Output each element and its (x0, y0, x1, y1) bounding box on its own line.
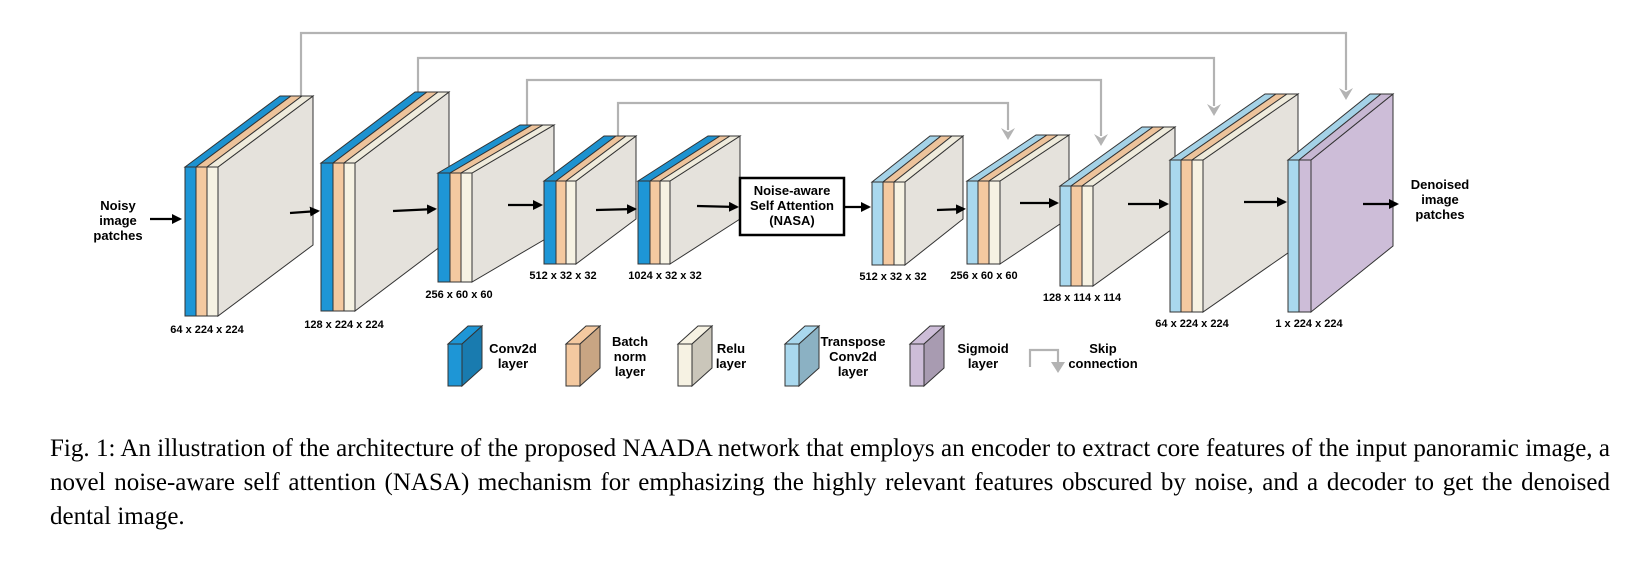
slab-front-face (1298, 159, 1312, 313)
block-dims-label: 128 x 224 x 224 (304, 319, 384, 331)
slab-front-face (449, 172, 462, 283)
slab-front-face (1287, 159, 1300, 313)
slab-front-face (966, 180, 979, 265)
decoder-block-5 (1286, 92, 1395, 314)
legend-label-line: Skip (1089, 341, 1117, 356)
decoder-block-2 (965, 134, 1071, 265)
skip-connection-arrowhead (1094, 134, 1108, 146)
legend-label-line: layer (838, 364, 868, 379)
slab-front-face (460, 172, 473, 283)
legend-label-line: connection (1068, 356, 1137, 371)
slab-front-face (195, 166, 208, 317)
diagram-labels: 64 x 224 x 224 128 x 224 x 224 256 x 60 x … (93, 177, 1469, 336)
encoder-block-4 (542, 135, 638, 265)
slab-front-face (659, 180, 671, 265)
legend-cube-front (677, 343, 693, 387)
output-label-line: Denoised (1411, 177, 1470, 192)
nasa-label-line: (NASA) (769, 213, 815, 228)
block-dims-label: 1 x 224 x 224 (1275, 318, 1343, 330)
skip-legend-icon (1028, 348, 1060, 367)
skip-connection-arrowhead (1339, 88, 1353, 100)
input-label-line: Noisy (100, 198, 136, 213)
flow-arrow (936, 204, 966, 215)
slab-front-face (1059, 185, 1072, 287)
flow-arrow (392, 204, 437, 215)
legend: Conv2dlayerBatchnormlayerRelulayerTransp… (446, 324, 1138, 388)
input-label-line: image (99, 213, 137, 228)
slab-front-face (565, 180, 577, 265)
legend-label-line: norm (614, 349, 647, 364)
slab-front-face (1081, 185, 1094, 287)
slab-front-face (1169, 159, 1182, 313)
block-dims-label: 512 x 32 x 32 (859, 271, 926, 283)
legend-label-line: layer (968, 356, 998, 371)
legend-label-line: Relu (717, 341, 745, 356)
skip-legend-arrowhead (1051, 362, 1065, 373)
flow-arrow (595, 204, 637, 215)
slab-front-face (332, 162, 345, 312)
slab-front-face (893, 181, 906, 266)
legend-cube-front (447, 343, 463, 387)
legend-label-line: layer (498, 356, 528, 371)
decoder-block-3 (1058, 126, 1177, 287)
block-dims-label: 256 x 60 x 60 (950, 270, 1017, 282)
naada-architecture-diagram: 64 x 224 x 224 128 x 224 x 224 256 x 60 x … (93, 31, 1469, 388)
output-label-line: image (1421, 192, 1459, 207)
legend-label-line: layer (615, 364, 645, 379)
encoder-block-3 (436, 124, 556, 283)
block-dims-label: 512 x 32 x 32 (529, 270, 596, 282)
legend-cube-front (784, 343, 800, 387)
slab-front-face (437, 172, 451, 283)
slab-front-face (637, 180, 651, 265)
nasa-label-line: Noise-aware (754, 183, 831, 198)
block-dims-label: 256 x 60 x 60 (425, 289, 492, 301)
legend-label-line: layer (716, 356, 746, 371)
skip-connection-arrowhead (1001, 128, 1015, 140)
encoder-block-5 (636, 135, 742, 265)
block-dims-label: 128 x 114 x 114 (1043, 292, 1122, 304)
block-dims-label: 64 x 224 x 224 (1155, 318, 1229, 330)
legend-label-line: Transpose (820, 334, 885, 349)
legend-label-line: Sigmoid (957, 341, 1008, 356)
slab-front-face (977, 180, 990, 265)
slab-front-face (988, 180, 1001, 265)
block-dims-label: 1024 x 32 x 32 (628, 270, 701, 282)
slab-front-face (1180, 159, 1193, 313)
nasa-block (738, 176, 846, 237)
block-dims-label: 64 x 224 x 224 (170, 324, 244, 336)
decoder-block-1 (870, 134, 965, 267)
encoder-block-2 (319, 90, 451, 313)
slab-front-face (184, 166, 197, 317)
slab-front-face (882, 181, 895, 266)
slab-front-face (320, 162, 334, 312)
figure-caption: Fig. 1: An illustration of the architect… (50, 435, 1610, 530)
slab-front-face (1191, 159, 1204, 313)
flow-arrow (289, 206, 320, 217)
output-label-line: patches (1415, 207, 1464, 222)
flow-arrow (696, 201, 739, 212)
slab-front-face (555, 180, 567, 265)
legend-cube-front (909, 343, 925, 387)
flow-arrows (150, 197, 1399, 224)
legend-cube-front (565, 343, 581, 387)
slab-front-face (871, 181, 884, 266)
slab-front-face (1070, 185, 1083, 287)
slab-front-face (206, 166, 219, 317)
encoder-block-1 (183, 95, 315, 317)
slab-front-face (649, 180, 661, 265)
slab-front-face (543, 180, 557, 265)
legend-label-line: Batch (612, 334, 648, 349)
skip-connection-arrowhead (1207, 104, 1221, 116)
slab-front-face (343, 162, 356, 312)
input-label-line: patches (93, 228, 142, 243)
legend-label-line: Conv2d (489, 341, 537, 356)
nasa-label-line: Self Attention (750, 198, 834, 213)
legend-label-line: Conv2d (829, 349, 877, 364)
